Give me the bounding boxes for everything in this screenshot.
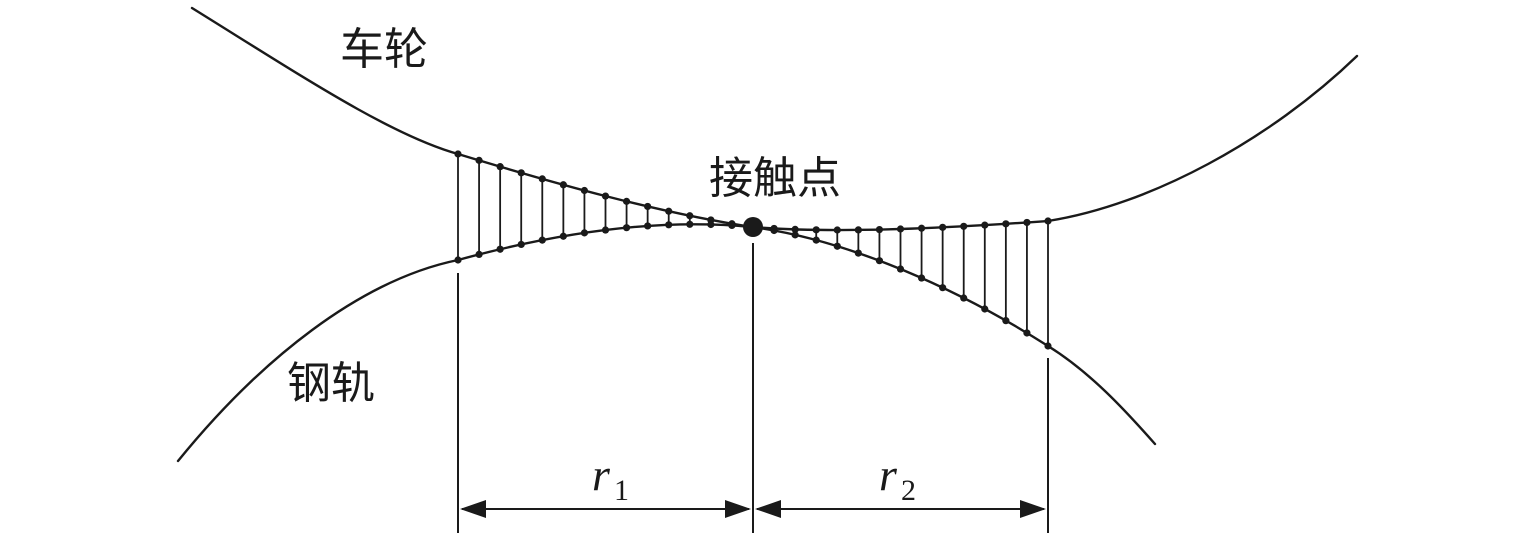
hatch-node-right-6-top bbox=[875, 225, 884, 234]
hatch-node-right-5-top bbox=[854, 226, 862, 234]
arrowhead-r1-left bbox=[460, 500, 486, 518]
hatch-node-right-13-bottom bbox=[1023, 329, 1031, 337]
hatch-node-right-14-top bbox=[1044, 217, 1052, 225]
hatch-node-right-13-top bbox=[1023, 218, 1031, 227]
hatch-node-left-3-top bbox=[517, 169, 525, 177]
hatch-node-right-3-top bbox=[812, 226, 820, 234]
hatch-node-left-0-bottom bbox=[454, 256, 462, 264]
hatch-node-right-12-top bbox=[1002, 220, 1010, 228]
hatch-node-right-4-bottom bbox=[833, 242, 841, 250]
hatch-node-left-8-top bbox=[622, 197, 631, 205]
hatch-node-right-9-bottom bbox=[939, 284, 947, 292]
hatch-node-left-4-top bbox=[538, 175, 546, 183]
hatch-node-right-7-bottom bbox=[896, 265, 905, 273]
r2-label-symbol: r bbox=[879, 449, 898, 500]
rail-curve bbox=[176, 223, 1157, 463]
contact-point-marker bbox=[743, 217, 763, 237]
hatch-node-left-9-top bbox=[644, 202, 652, 211]
hatch-node-left-1-bottom bbox=[475, 250, 483, 259]
hatch-node-left-11-top bbox=[686, 212, 694, 220]
hatch-node-right-8-top bbox=[917, 224, 926, 232]
hatch-node-left-5-top bbox=[559, 181, 567, 189]
contact-point-label: 接触点 bbox=[709, 153, 841, 204]
hatch-node-left-4-bottom bbox=[538, 236, 546, 244]
hatch-node-right-9-top bbox=[939, 223, 947, 231]
r1-label-symbol: r bbox=[592, 449, 611, 500]
hatch-node-right-14-bottom bbox=[1044, 342, 1052, 350]
r2-label-subscript: 2 bbox=[901, 474, 916, 507]
hatch-node-left-13-bottom bbox=[728, 221, 736, 230]
hatch-node-left-10-top bbox=[665, 207, 673, 215]
hatch-node-left-6-top bbox=[580, 186, 589, 195]
hatch-node-right-2-top bbox=[791, 225, 799, 233]
hatch-node-right-11-top bbox=[981, 221, 989, 229]
hatching-between-profiles bbox=[454, 150, 1052, 350]
hatch-node-right-3-bottom bbox=[812, 236, 820, 244]
hatch-node-right-10-bottom bbox=[960, 294, 968, 302]
hatch-node-left-5-bottom bbox=[559, 232, 567, 240]
hatch-node-left-2-bottom bbox=[496, 245, 504, 253]
r1-label-subscript: 1 bbox=[614, 474, 629, 507]
hatch-node-left-10-bottom bbox=[665, 221, 673, 229]
hatch-node-right-12-bottom bbox=[1002, 317, 1010, 325]
hatch-node-left-6-bottom bbox=[580, 229, 589, 237]
hatch-node-right-5-bottom bbox=[854, 249, 862, 257]
hatch-node-right-4-top bbox=[833, 226, 841, 234]
hatch-node-right-6-bottom bbox=[875, 257, 884, 265]
hatch-node-left-0-top bbox=[454, 150, 462, 158]
hatch-node-left-2-top bbox=[496, 163, 504, 171]
hatch-node-right-11-bottom bbox=[981, 305, 989, 313]
hatch-node-right-7-top bbox=[896, 225, 905, 233]
hatch-node-right-1-bottom bbox=[770, 226, 778, 235]
hatch-node-left-9-bottom bbox=[644, 222, 652, 230]
arrowhead-r2-right bbox=[1020, 500, 1046, 518]
hatch-node-right-8-bottom bbox=[917, 274, 926, 282]
wheel-label: 车轮 bbox=[340, 24, 428, 75]
arrowhead-r2-left bbox=[755, 500, 781, 518]
arrowhead-r1-right bbox=[725, 500, 751, 518]
hatch-node-left-12-bottom bbox=[707, 220, 715, 229]
hatch-node-right-2-bottom bbox=[791, 231, 799, 239]
hatch-node-left-11-bottom bbox=[686, 220, 694, 228]
rail-label: 钢轨 bbox=[287, 358, 375, 409]
hatch-node-left-7-bottom bbox=[601, 226, 610, 234]
hatch-node-left-8-bottom bbox=[622, 224, 631, 232]
hatch-node-left-3-bottom bbox=[517, 240, 525, 249]
hatch-node-left-1-top bbox=[475, 156, 483, 164]
hatch-node-left-7-top bbox=[601, 192, 610, 200]
hatch-node-right-10-top bbox=[960, 222, 968, 230]
